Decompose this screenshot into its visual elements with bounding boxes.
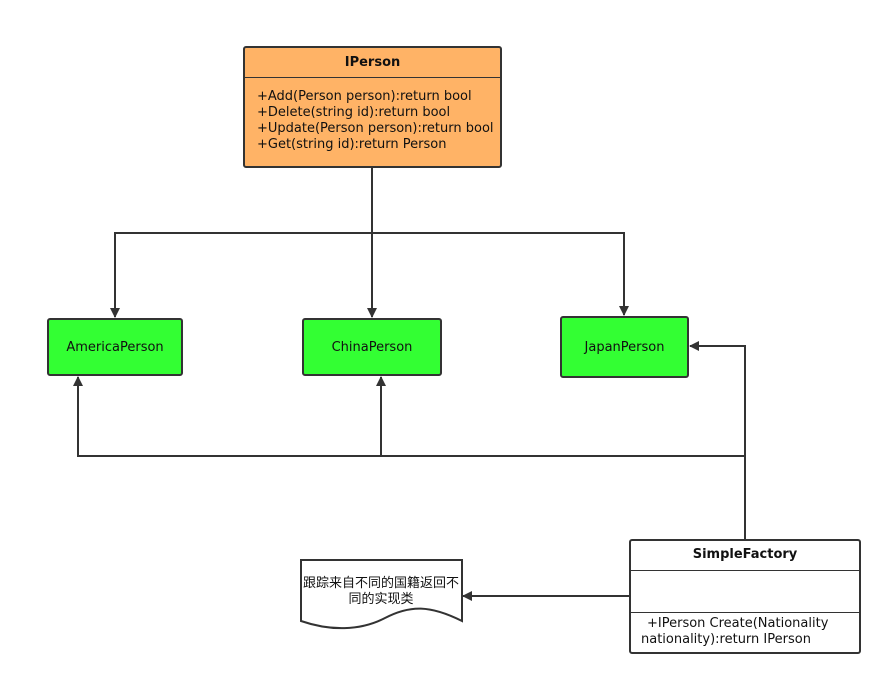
- note-shape: [300, 559, 463, 630]
- simple-factory-operations: +IPerson Create(Nationality nationality)…: [631, 613, 859, 648]
- japan-person-label: JapanPerson: [584, 339, 665, 355]
- operation-delete: +Delete(string id):return bool: [257, 105, 451, 120]
- iperson-title: IPerson: [245, 48, 500, 78]
- operation-get: +Get(string id):return Person: [257, 137, 447, 152]
- operation-add: +Add(Person person):return bool: [257, 89, 472, 104]
- create-operation-line1: +IPerson Create(Nationality: [647, 616, 829, 631]
- connector-iperson-to-japan: [372, 232, 629, 316]
- simple-factory-attributes: [631, 571, 859, 613]
- connector-factory-to-japan: [689, 341, 746, 456]
- create-operation-line2: nationality):return IPerson: [641, 632, 811, 647]
- japan-person-class: JapanPerson: [560, 316, 689, 378]
- note-text: 跟踪来自不同的国籍返回不 同的实现类: [300, 560, 462, 622]
- simple-factory-title: SimpleFactory: [631, 541, 859, 571]
- china-person-label: ChinaPerson: [331, 339, 413, 355]
- america-person-label: AmericaPerson: [66, 339, 164, 355]
- america-person-class: AmericaPerson: [47, 318, 183, 376]
- iperson-interface-box: IPerson +Add(Person person):return bool …: [243, 46, 502, 168]
- operation-update: +Update(Person person):return bool: [257, 121, 494, 136]
- note-line2: 同的实现类: [348, 592, 414, 607]
- iperson-operations: +Add(Person person):return bool +Delete(…: [245, 78, 500, 153]
- connector-factory-to-america: [73, 376, 745, 457]
- simple-factory-class-box: SimpleFactory +IPerson Create(Nationalit…: [629, 539, 861, 654]
- china-person-class: ChinaPerson: [302, 318, 442, 376]
- connector-iperson-to-america: [110, 232, 372, 318]
- note-line1: 跟踪来自不同的国籍返回不: [302, 576, 459, 591]
